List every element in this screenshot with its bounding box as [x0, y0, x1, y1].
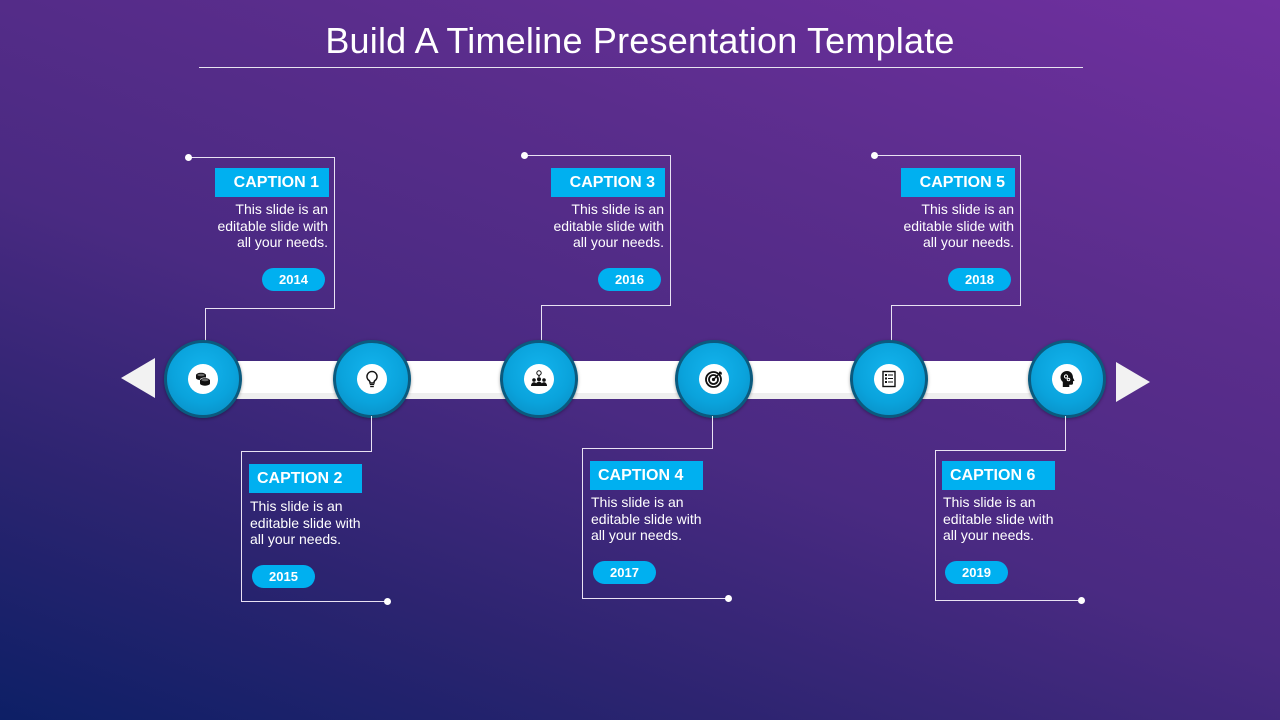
- caption-label: CAPTION 2: [249, 464, 362, 493]
- connector-line: [541, 305, 671, 306]
- connector-line: [935, 450, 936, 600]
- coins-icon: [196, 372, 211, 386]
- connector-line: [334, 157, 335, 308]
- connector-line: [241, 601, 388, 602]
- caption-label: CAPTION 3: [551, 168, 665, 197]
- timeline-node[interactable]: [850, 340, 928, 418]
- connector-line: [935, 450, 1066, 451]
- connector-line: [935, 600, 1082, 601]
- target-icon: [705, 371, 722, 388]
- connector-line: [874, 155, 1021, 156]
- year-badge: 2014: [262, 268, 325, 291]
- timeline-node[interactable]: [675, 340, 753, 418]
- connector-dot: [384, 598, 391, 605]
- connector-line: [205, 308, 335, 309]
- connector-dot: [185, 154, 192, 161]
- connector-line: [891, 305, 892, 342]
- connector-line: [188, 157, 334, 158]
- caption-description: This slide is an editable slide with all…: [943, 494, 1054, 543]
- year-badge: 2017: [593, 561, 656, 584]
- connector-line: [582, 448, 713, 449]
- checklist-icon: [882, 370, 896, 388]
- timeline-node[interactable]: [500, 340, 578, 418]
- connector-line: [1020, 155, 1021, 305]
- connector-line: [241, 451, 242, 601]
- year-badge: 2016: [598, 268, 661, 291]
- slide-title: Build A Timeline Presentation Template: [325, 20, 955, 61]
- timeline-bar: [200, 361, 1070, 399]
- connector-dot: [725, 595, 732, 602]
- connector-line: [541, 305, 542, 342]
- caption-description: This slide is an editable slide with all…: [553, 201, 664, 250]
- lightbulb-icon: [366, 370, 378, 388]
- timeline-node[interactable]: [333, 340, 411, 418]
- connector-line: [891, 305, 1021, 306]
- title-divider: [199, 67, 1083, 68]
- connector-dot: [1078, 597, 1085, 604]
- arrow-left-icon[interactable]: [121, 358, 155, 398]
- connector-line: [1065, 416, 1066, 451]
- connector-line: [582, 598, 729, 599]
- connector-line: [712, 416, 713, 449]
- year-badge: 2019: [945, 561, 1008, 584]
- connector-line: [582, 448, 583, 598]
- timeline-node[interactable]: [164, 340, 242, 418]
- year-badge: 2015: [252, 565, 315, 588]
- caption-description: This slide is an editable slide with all…: [217, 201, 328, 250]
- arrow-right-icon[interactable]: [1116, 362, 1150, 402]
- connector-line: [670, 155, 671, 305]
- connector-line: [524, 155, 671, 156]
- connector-dot: [521, 152, 528, 159]
- year-badge: 2018: [948, 268, 1011, 291]
- caption-label: CAPTION 5: [901, 168, 1015, 197]
- caption-description: This slide is an editable slide with all…: [903, 201, 1014, 250]
- caption-description: This slide is an editable slide with all…: [591, 494, 702, 543]
- timeline-node[interactable]: [1028, 340, 1106, 418]
- caption-label: CAPTION 4: [590, 461, 703, 490]
- connector-line: [371, 416, 372, 452]
- connector-dot: [871, 152, 878, 159]
- caption-description: This slide is an editable slide with all…: [250, 498, 361, 547]
- caption-label: CAPTION 1: [215, 168, 329, 197]
- connector-line: [205, 308, 206, 342]
- connector-line: [241, 451, 372, 452]
- team-idea-icon: [531, 370, 547, 386]
- head-gears-icon: [1060, 371, 1075, 387]
- caption-label: CAPTION 6: [942, 461, 1055, 490]
